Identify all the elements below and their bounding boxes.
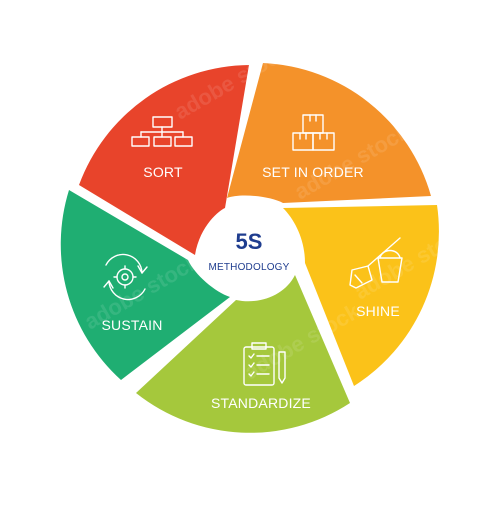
org-chart-icon	[131, 116, 193, 147]
segment-shine	[283, 205, 439, 386]
shine-label: SHINE	[356, 303, 400, 319]
center-title: 5S	[236, 229, 263, 254]
gear-cycle-icon	[103, 253, 148, 301]
segment-standardize	[136, 275, 350, 433]
sort-label: SORT	[143, 164, 183, 180]
broom-bucket-icon	[349, 237, 403, 289]
set-in-order-label: SET IN ORDER	[262, 164, 364, 180]
standardize-label: STANDARDIZE	[211, 395, 311, 411]
clipboard-checklist-icon	[243, 342, 286, 386]
stacked-boxes-icon	[292, 114, 335, 151]
segment-sustain	[60, 190, 230, 380]
segment-sort	[79, 65, 249, 255]
center-subtitle: METHODOLOGY	[208, 262, 289, 273]
sustain-label: SUSTAIN	[101, 317, 162, 333]
